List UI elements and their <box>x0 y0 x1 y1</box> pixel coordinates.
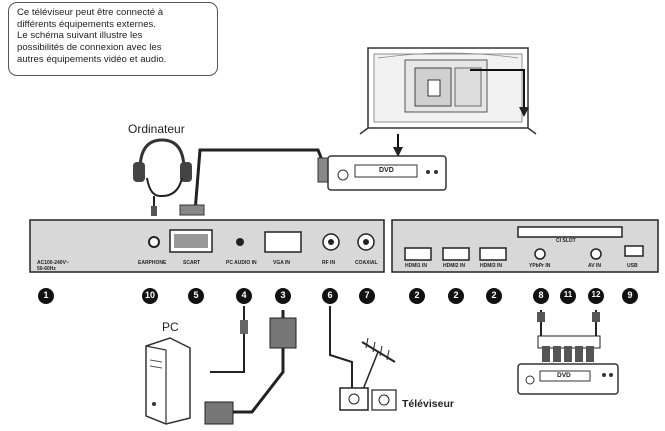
vga-port-icon <box>264 231 302 253</box>
dvd-label-bottom: DVD <box>557 372 571 379</box>
badge-number: 2 <box>453 290 459 300</box>
badge-number: 11 <box>563 290 573 299</box>
av-in-label: AV IN <box>588 263 601 269</box>
note-line: possibilités de connexion avec les <box>17 42 162 54</box>
ordinateur-label: Ordinateur <box>128 122 185 136</box>
dvd-player-top <box>327 155 447 191</box>
hdmi1-label: HDMI1 IN <box>405 263 427 269</box>
badge-number: 4 <box>241 290 247 300</box>
badge-number: 2 <box>491 290 497 300</box>
headphones-icon <box>133 138 192 216</box>
hdmi3-port-icon <box>479 247 507 261</box>
hdmi2-port-icon <box>442 247 470 261</box>
ypbpr-port-icon <box>534 248 546 260</box>
ci-slot-label: CI SLOT <box>556 238 576 244</box>
hdmi3-label: HDMI3 IN <box>480 263 502 269</box>
left-connector-panel <box>29 219 385 273</box>
badge-number: 3 <box>280 290 286 300</box>
dvd-player-bottom <box>517 363 619 395</box>
badge-number: 5 <box>193 290 199 300</box>
power-spec-line: 50-60Hz <box>37 266 56 272</box>
badge-number: 12 <box>591 290 601 299</box>
pc-audio-cable <box>210 306 245 373</box>
hdmi1-port-icon <box>404 247 432 261</box>
note-line: autres équipements vidéo et audio. <box>17 53 167 65</box>
av-cables <box>537 310 601 362</box>
rf-cable <box>329 306 353 390</box>
pc-tower-icon <box>145 337 191 425</box>
televiseur-label: Téléviseur <box>402 398 454 410</box>
badge-number: 2 <box>414 290 420 300</box>
scart-cable <box>179 148 329 216</box>
earphone-port-icon <box>148 236 160 248</box>
av-port-icon <box>590 248 602 260</box>
number-badges <box>38 288 638 304</box>
dvd-label-top: DVD <box>379 167 394 174</box>
antenna-icon <box>361 337 396 393</box>
note-line: Le schéma suivant illustre les <box>17 30 143 42</box>
right-connector-panel <box>391 219 659 273</box>
hdmi2-label: HDMI2 IN <box>443 263 465 269</box>
ypbpr-label: YPbPr IN <box>529 263 551 269</box>
pc-audio-in-label: PC AUDIO IN <box>226 260 257 266</box>
usb-port-icon <box>624 245 644 257</box>
power-spec: AC100-240V~ 50-60Hz <box>37 260 69 272</box>
usb-label: USB <box>627 263 638 269</box>
badge-number: 10 <box>144 290 155 300</box>
badge-number: 9 <box>627 290 633 300</box>
note-line: différents équipements externes. <box>17 18 157 30</box>
scart-label: SCART <box>183 260 201 266</box>
tv-back-illustration <box>359 47 537 135</box>
power-spec-line: AC100-240V~ <box>37 260 69 266</box>
pc-label: PC <box>162 320 179 334</box>
vga-in-label: VGA IN <box>273 260 291 266</box>
badge-number: 7 <box>364 290 370 300</box>
badge-number: 1 <box>43 290 49 300</box>
ci-slot-icon <box>517 226 623 238</box>
rf-in-label: RF IN <box>322 260 336 266</box>
note-line: Ce téléviseur peut être connecté à <box>17 7 164 18</box>
earphone-label: EARPHONE <box>138 260 167 266</box>
coaxial-label: COAXIAL <box>355 260 378 266</box>
intro-note: Ce téléviseur peut être connecté à diffé… <box>8 2 218 76</box>
pc-audio-port-icon <box>236 238 244 246</box>
badge-number: 6 <box>327 290 333 300</box>
badge-number: 8 <box>538 290 544 300</box>
